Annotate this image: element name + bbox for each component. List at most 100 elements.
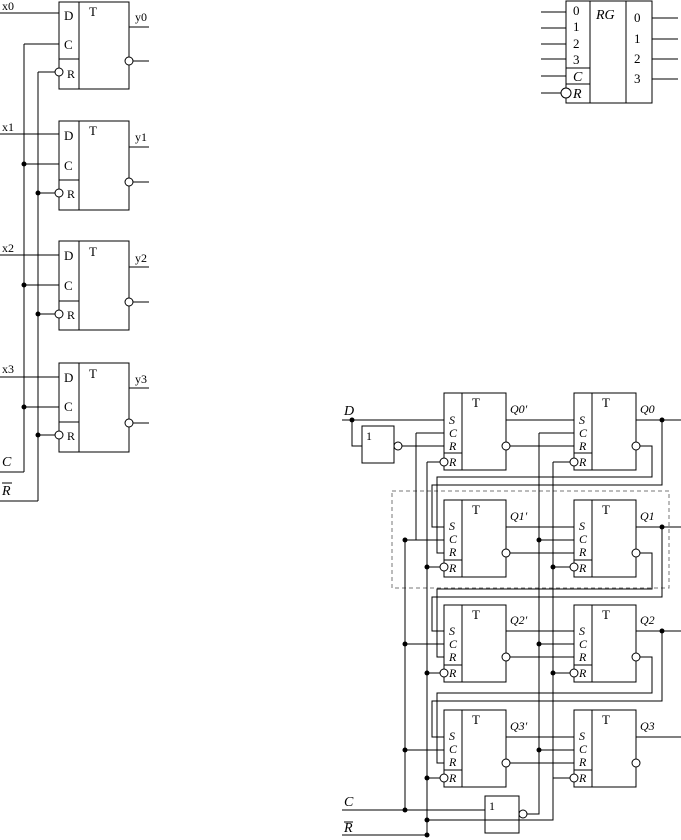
pin-s-label: S: [449, 413, 455, 427]
pin-d-label: D: [64, 370, 73, 385]
slave-trigger-2: T S C R R Q2: [536, 604, 681, 683]
input-x0-label: x0: [2, 0, 14, 13]
d-flip-flop-3: D C R T x3 y3: [0, 362, 149, 453]
input-d-label: D: [343, 404, 354, 419]
slave-trigger-1: T S C R R Q1: [536, 499, 681, 578]
rg-reset-pin: R: [572, 87, 582, 102]
master-trigger-1: T S C R R Q1′: [424, 499, 574, 578]
pin-c-label: C: [579, 532, 588, 546]
pin-reset-label: R: [448, 561, 457, 575]
d-flip-flop-2: D C R T x2 y2: [0, 240, 149, 331]
trigger-symbol: T: [472, 712, 480, 727]
pin-c-label: C: [449, 742, 458, 756]
rg-input-2: 2: [573, 36, 580, 51]
pin-r-label: R: [448, 650, 457, 664]
trigger-symbol: T: [472, 395, 480, 410]
trigger-symbol: T: [602, 712, 610, 727]
slave-trigger-0: T S C R R Q0: [539, 392, 681, 471]
pin-c-label: C: [449, 532, 458, 546]
rg-output-0: 0: [634, 10, 641, 25]
trigger-symbol: T: [602, 395, 610, 410]
output-y1-label: y1: [135, 130, 147, 144]
slave-trigger-3: T S C R R Q3: [536, 709, 681, 788]
reset-r-label: R: [343, 821, 353, 836]
inverted-output-bubble: [124, 418, 134, 428]
trigger-symbol: T: [89, 366, 97, 381]
pin-reset-label: R: [448, 666, 457, 680]
trigger-symbol: T: [89, 4, 97, 19]
pin-r-label: R: [578, 755, 587, 769]
pin-c-label: C: [449, 426, 458, 440]
pin-c-label: C: [579, 637, 588, 651]
rg-reset-bubble: [560, 87, 572, 99]
rg-title: RG: [595, 8, 615, 23]
input-x3-label: x3: [2, 362, 14, 376]
pin-c-label: C: [579, 426, 588, 440]
pin-s-label: S: [449, 624, 455, 638]
inverting-reset-bubble: [54, 430, 64, 440]
pin-r-label: R: [578, 650, 587, 664]
trigger-symbol: T: [602, 502, 610, 517]
inverter-gate-bottom: 1: [484, 433, 540, 834]
pin-r-label: R: [67, 187, 75, 201]
inverted-output-bubble: [124, 297, 134, 307]
inverter-label: 1: [489, 799, 495, 813]
pin-c-label: C: [579, 742, 588, 756]
master-output-1: Q1′: [510, 509, 528, 523]
d-flip-flop-1: D C R T x1 y1: [0, 120, 149, 211]
output-y0-label: y0: [135, 10, 147, 24]
rg-clock-pin: C: [573, 70, 583, 85]
inverted-output-bubble: [124, 56, 134, 66]
master-trigger-2: T S C R R Q2′: [402, 604, 574, 683]
trigger-symbol: T: [89, 123, 97, 138]
pin-d-label: D: [64, 128, 73, 143]
trigger-symbol: T: [89, 244, 97, 259]
inverter-label: 1: [366, 429, 372, 443]
pin-c-label: C: [449, 637, 458, 651]
inverted-output-bubble: [124, 177, 134, 187]
clock-label: C: [2, 455, 12, 470]
trigger-symbol: T: [602, 607, 610, 622]
output-y3-label: y3: [135, 372, 147, 386]
clock-c-label: C: [344, 795, 354, 810]
pin-d-label: D: [64, 8, 73, 23]
pin-reset-label: R: [448, 455, 457, 469]
slave-output-1: Q1: [640, 509, 655, 523]
rg-output-3: 3: [634, 71, 641, 86]
reset-label: R: [1, 484, 11, 499]
input-x1-label: x1: [2, 120, 14, 134]
master-output-2: Q2′: [510, 613, 528, 627]
rg-output-2: 2: [634, 51, 641, 66]
inverting-reset-bubble: [54, 309, 64, 319]
pin-reset-label: R: [578, 455, 587, 469]
pin-s-label: S: [579, 519, 585, 533]
pin-s-label: S: [579, 624, 585, 638]
pin-r-label: R: [578, 439, 587, 453]
pin-reset-label: R: [578, 771, 587, 785]
pin-r-label: R: [448, 439, 457, 453]
pin-c-label: C: [64, 37, 73, 52]
trigger-symbol: T: [472, 607, 480, 622]
slave-output-2: Q2: [640, 613, 655, 627]
d-flip-flop-0: D C R T x0 y0: [0, 0, 149, 90]
input-x2-label: x2: [2, 241, 14, 255]
rg-input-1: 1: [573, 19, 580, 34]
pin-s-label: S: [579, 729, 585, 743]
pin-s-label: S: [449, 519, 455, 533]
slave-output-0: Q0: [640, 402, 655, 416]
pin-c-label: C: [64, 158, 73, 173]
shift-register: D 1 C R 1: [342, 392, 681, 838]
stage-highlight-frame: [391, 490, 670, 589]
master-output-3: Q3′: [510, 719, 528, 733]
slave-output-3: Q3: [640, 719, 655, 733]
pin-r-label: R: [67, 308, 75, 322]
master-trigger-3: T S C R R Q3′: [402, 709, 574, 788]
pin-d-label: D: [64, 248, 73, 263]
master-trigger-0: T S C R R Q0′: [427, 392, 574, 471]
trigger-symbol: T: [472, 502, 480, 517]
rg-input-0: 0: [573, 3, 580, 18]
pin-r-label: R: [578, 545, 587, 559]
pin-r-label: R: [448, 755, 457, 769]
parallel-register: D C R T x0 y0 D C R T x1: [0, 0, 149, 502]
